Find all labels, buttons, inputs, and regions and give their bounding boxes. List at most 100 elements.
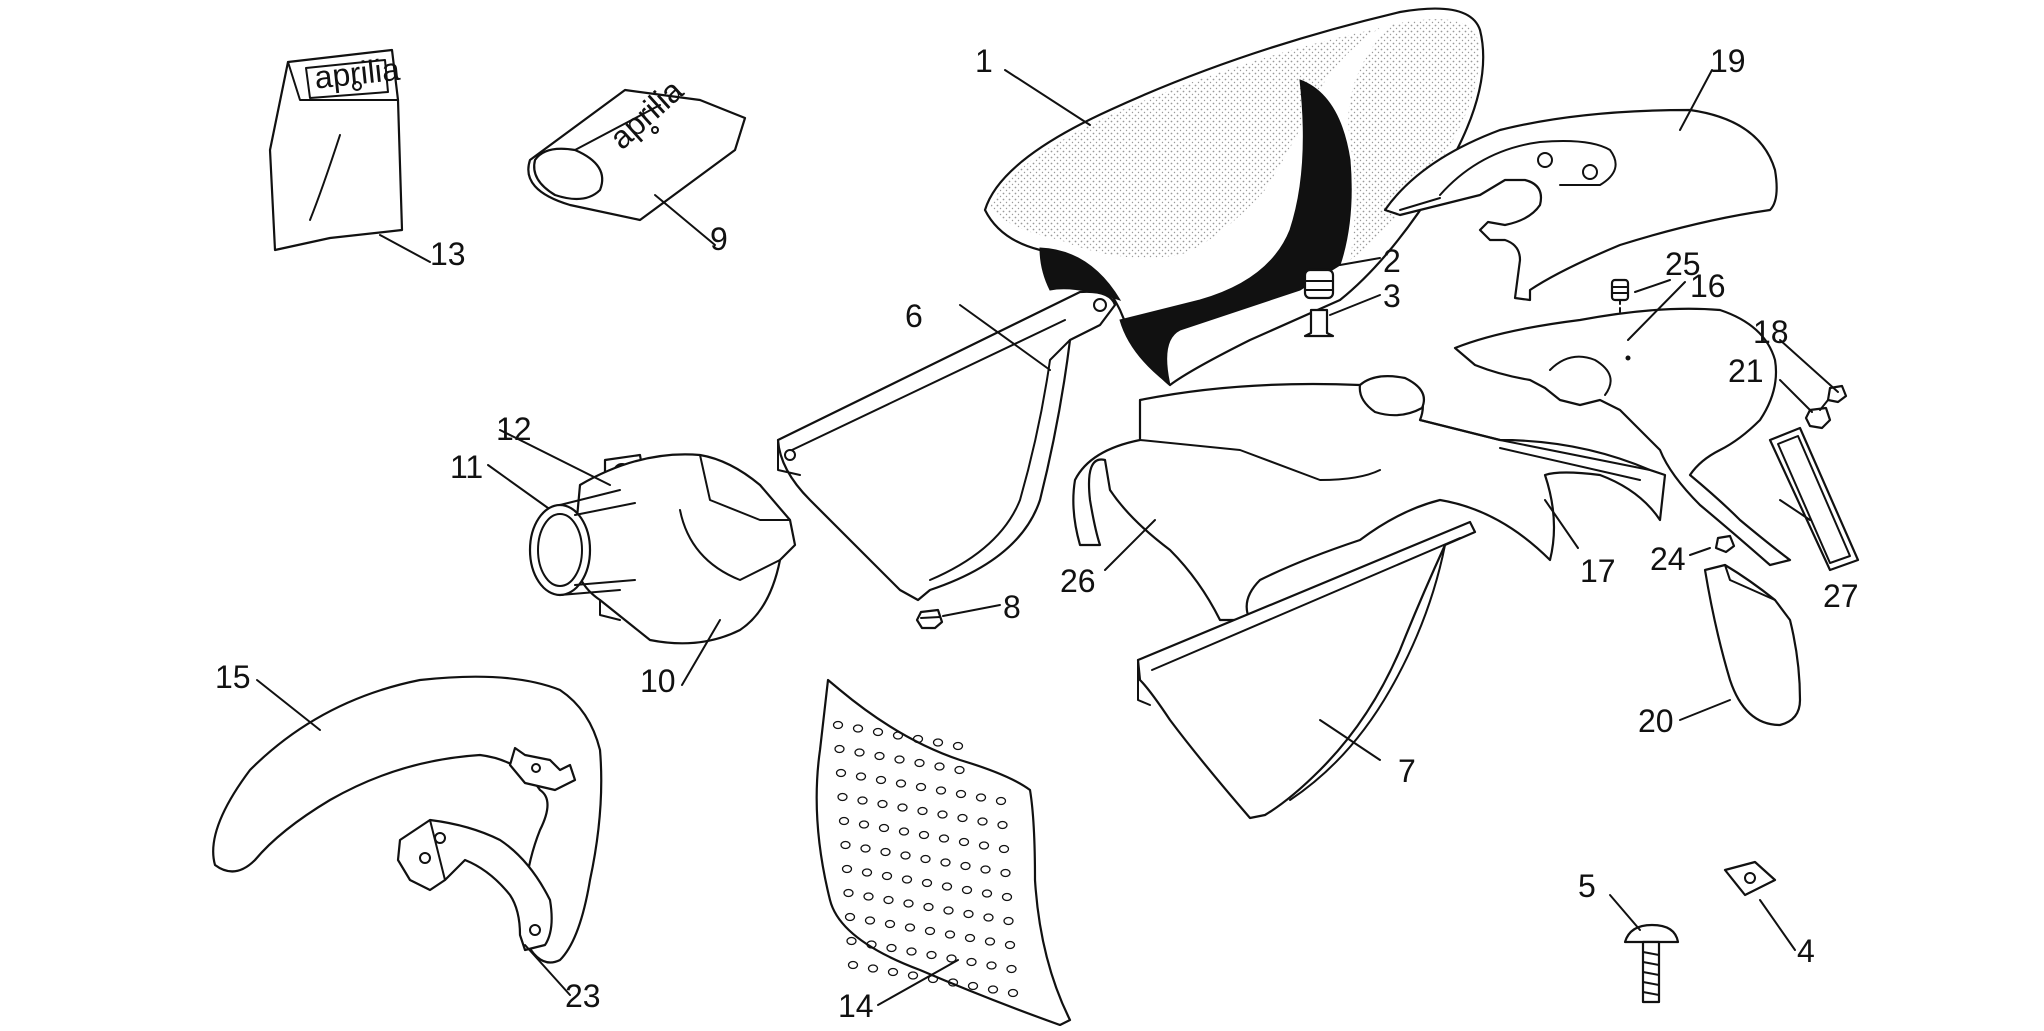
callout-8: 8 (1003, 589, 1021, 625)
grille-hole (977, 817, 988, 826)
callout-3: 3 (1383, 278, 1401, 314)
grille-hole (844, 912, 856, 922)
grille-hole (861, 868, 873, 877)
grille-hole (920, 854, 931, 864)
grille-hole (961, 885, 973, 895)
grille-hole (997, 820, 1008, 830)
grille-hole (934, 762, 945, 771)
callout-24: 24 (1650, 541, 1686, 577)
grille-hole (903, 899, 914, 908)
grille-hole (998, 844, 1010, 854)
grille-perforations (832, 720, 1019, 998)
grille-hole (954, 765, 965, 775)
part-3-spacer (1303, 308, 1335, 338)
callout-labels: 1 2 3 4 5 6 7 8 9 10 11 12 13 14 15 16 1… (215, 43, 1859, 1024)
grille-hole (943, 906, 954, 915)
grille-hole (915, 782, 927, 792)
part-24-fastener (1714, 534, 1736, 554)
part-11-intake-duct (528, 489, 636, 597)
callout-15: 15 (215, 659, 251, 695)
grille-hole (947, 978, 959, 987)
part-15-front-fender (212, 675, 603, 964)
grille-hole (966, 957, 977, 967)
callout-13: 13 (430, 236, 466, 272)
part-6-left-side-panel (776, 290, 1117, 602)
grille-hole (884, 919, 896, 929)
grille-hole (855, 772, 867, 781)
callout-21: 21 (1728, 353, 1764, 389)
grille-hole (901, 875, 913, 884)
callout-11: 11 (450, 449, 483, 485)
part-13-tool-pouch: aprilia (268, 48, 404, 252)
grille-hole (874, 751, 885, 761)
grille-hole (881, 871, 893, 881)
grille-hole (932, 738, 944, 747)
callout-4: 4 (1797, 933, 1815, 969)
part-1-seat (983, 7, 1485, 387)
grille-hole (926, 950, 937, 960)
grille-hole (837, 792, 848, 802)
grille-hole (897, 803, 908, 812)
grille-hole (935, 786, 947, 795)
grille-hole (984, 937, 996, 946)
grille-hole (843, 888, 854, 898)
callout-9: 9 (710, 221, 728, 257)
part-27-plate-frame (1768, 426, 1860, 572)
grille-hole (860, 844, 871, 853)
grille-hole (1000, 868, 1011, 878)
grille-hole (863, 892, 874, 901)
grille-hole (912, 734, 924, 744)
part-14-front-grille (815, 678, 1072, 1027)
grille-hole (1003, 916, 1014, 926)
grille-hole (963, 909, 974, 919)
grille-hole (924, 926, 936, 936)
callout-10: 10 (640, 663, 676, 699)
grille-hole (840, 840, 851, 850)
grille-hole (877, 799, 888, 809)
grille-hole (917, 806, 928, 816)
grille-hole (872, 727, 884, 737)
part-2-bushing (1303, 268, 1335, 300)
grille-hole (887, 967, 899, 977)
grille-hole (918, 830, 930, 840)
grille-hole (847, 960, 859, 970)
grille-hole (958, 837, 970, 847)
grille-hole (986, 961, 997, 970)
part-4-speed-nut (1723, 860, 1777, 897)
part-5-bolt (1623, 923, 1680, 1004)
grille-hole (978, 841, 990, 850)
callout-2: 2 (1383, 243, 1401, 279)
grille-hole (895, 779, 907, 788)
grille-hole (957, 813, 968, 823)
part-7-right-side-panel (1136, 520, 1477, 820)
grille-hole (944, 930, 956, 939)
part-25-grommet (1610, 278, 1630, 361)
grille-hole (927, 974, 939, 984)
grille-hole (1001, 892, 1013, 902)
part-16-undertray (1453, 307, 1792, 567)
grille-hole (1007, 988, 1019, 998)
grille-hole (857, 796, 868, 805)
grille-hole (921, 878, 933, 888)
grille-hole (878, 823, 890, 833)
grille-hole (987, 985, 999, 994)
grille-hole (858, 820, 870, 829)
part-20-mud-flap (1703, 563, 1802, 727)
grille-hole (975, 793, 987, 802)
grille-hole (923, 902, 934, 912)
pouch-logo: aprilia (313, 51, 402, 96)
grille-hole (835, 768, 847, 778)
callout-6: 6 (905, 298, 923, 334)
grille-hole (846, 936, 857, 946)
grille-hole (904, 923, 916, 932)
grille-hole (852, 724, 864, 733)
callout-26: 26 (1060, 563, 1096, 599)
grille-hole (983, 913, 994, 922)
callout-14: 14 (838, 988, 874, 1024)
grille-hole (980, 865, 991, 874)
grille-hole (914, 758, 925, 768)
grille-hole (1004, 940, 1016, 950)
callout-16: 16 (1690, 268, 1726, 304)
callout-12: 12 (496, 411, 532, 447)
